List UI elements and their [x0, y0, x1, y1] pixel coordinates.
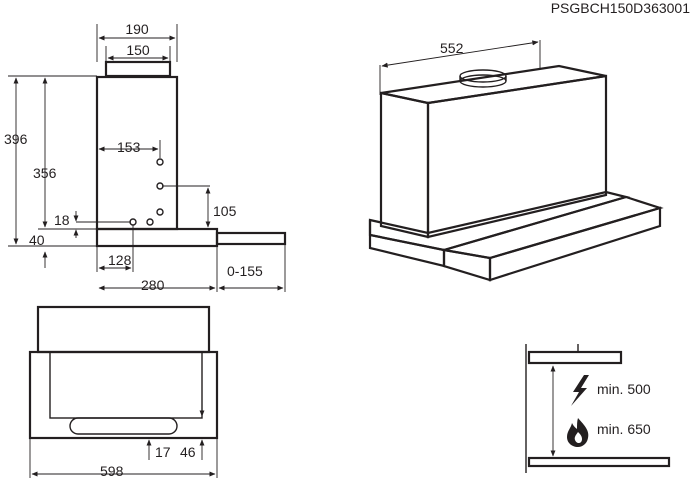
hood-slide-drawer — [443, 195, 664, 260]
hood-front — [28, 350, 219, 440]
flame-icon — [567, 418, 589, 447]
dim-width-perspective: 552 — [440, 40, 464, 56]
dim-hole-spacing: 128 — [108, 252, 132, 268]
lightning-icon — [571, 375, 589, 406]
chimney-cap — [104, 60, 172, 78]
dim-center-offset: 153 — [117, 139, 141, 155]
dim-width-outer: 190 — [125, 21, 149, 37]
dim-depth: 280 — [141, 277, 165, 293]
mounting-hole — [156, 208, 164, 216]
hood-underside — [527, 350, 623, 365]
mounting-hole — [156, 158, 164, 166]
hood-base — [95, 227, 219, 248]
dim-offset-left: 17 — [155, 444, 171, 460]
dim-height-body: 356 — [33, 165, 57, 181]
dim-hole-offset: 18 — [54, 212, 70, 228]
hood-side-face — [379, 91, 430, 239]
perspective-view: 552 — [368, 40, 664, 282]
hood-panel — [49, 351, 203, 419]
hood-top — [380, 64, 607, 105]
clearance-diagram: min. 500 min. 650 — [525, 344, 671, 473]
dim-height-total: 396 — [4, 131, 28, 147]
chimney-front — [36, 305, 211, 354]
dim-outlet-height: 105 — [213, 203, 237, 219]
dim-slide-out: 0-155 — [227, 263, 263, 279]
dim-front-width: 598 — [100, 463, 124, 479]
hob-surface — [527, 456, 671, 468]
control-strip — [69, 417, 178, 435]
document-code: PSGBCH150D363001 — [551, 0, 691, 16]
dim-width-inner: 150 — [126, 42, 150, 58]
clearance-electric: min. 500 — [597, 381, 651, 397]
slide-out-drawer — [215, 231, 287, 246]
front-view: 598 17 46 — [28, 305, 219, 479]
clearance-gas: min. 650 — [597, 421, 651, 437]
hood-front-face — [426, 74, 608, 239]
dim-offset-right: 46 — [180, 444, 196, 460]
dim-base-height: 40 — [29, 232, 45, 248]
side-view: 190 150 396 356 40 153 105 18 — [4, 21, 287, 293]
mounting-hole — [146, 218, 154, 226]
